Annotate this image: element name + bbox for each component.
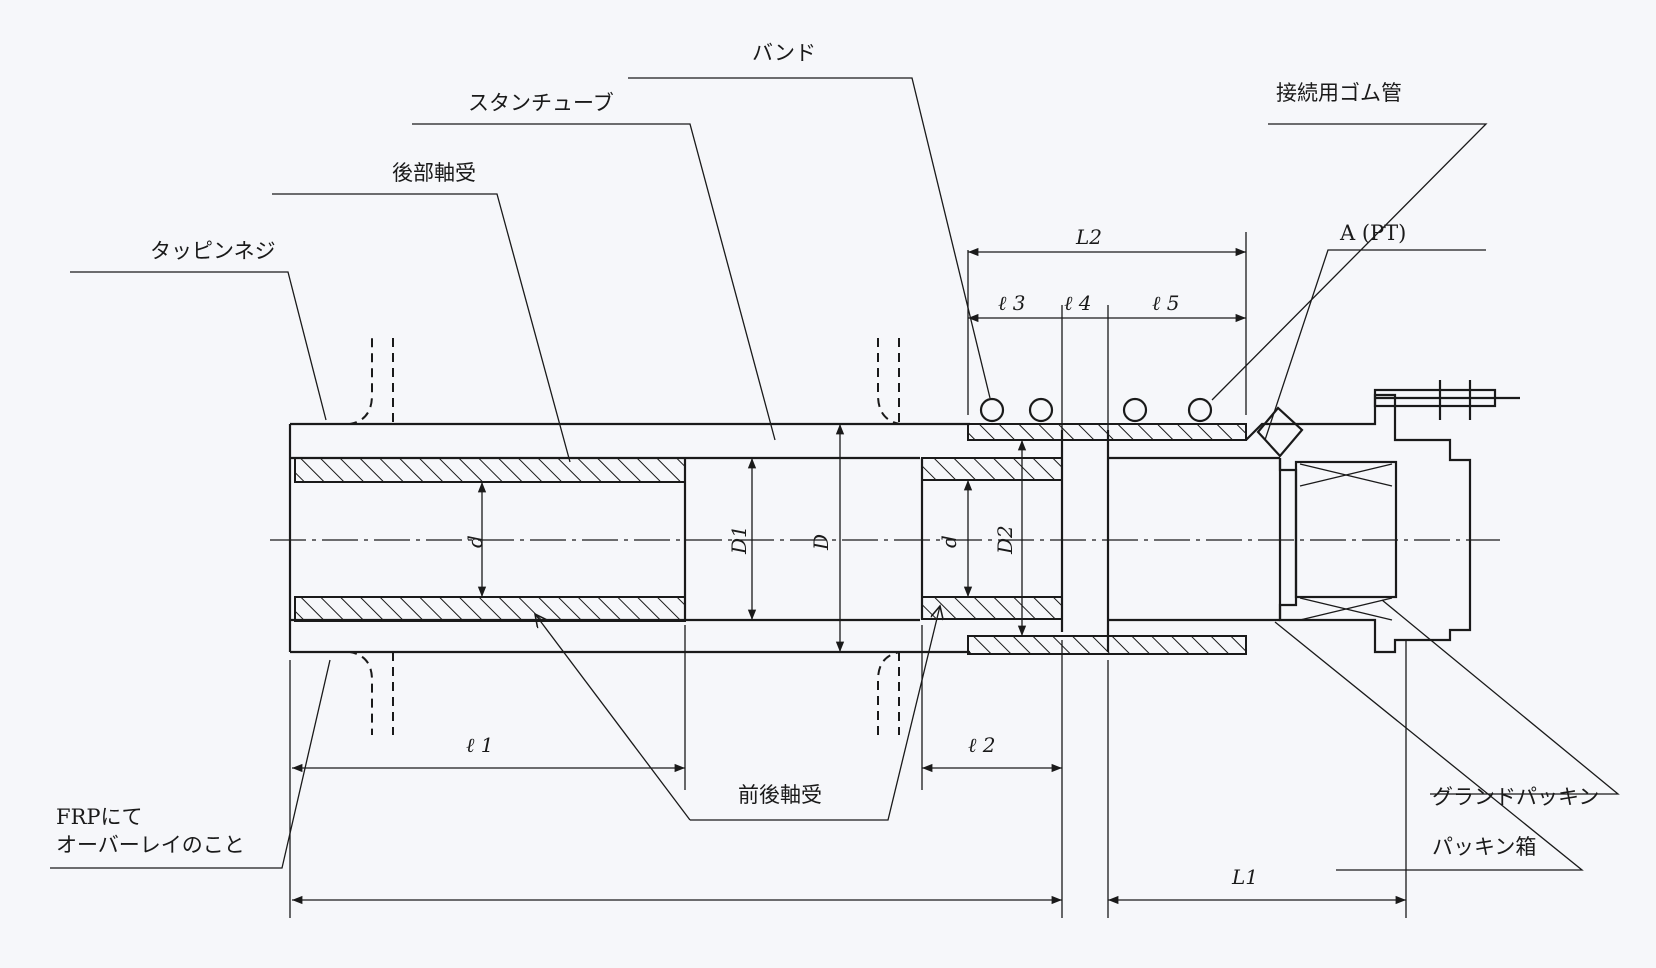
dimension-lines: [289, 232, 1407, 918]
dim-D2: D2: [993, 525, 1017, 555]
dim-l1: ℓ 1: [466, 733, 493, 757]
label-port-a: A (PT): [1339, 221, 1406, 245]
label-frp-line1: FRPにて: [56, 805, 143, 829]
dim-l3: ℓ 3: [998, 291, 1025, 315]
label-stern-tube: スタンチューブ: [468, 91, 614, 115]
pt-port: [1256, 406, 1304, 458]
dim-l4: ℓ 4: [1064, 291, 1091, 315]
dim-D: D: [809, 534, 833, 551]
dim-d-front: d: [937, 535, 961, 548]
label-gland-packing: グランドパッキン: [1432, 785, 1599, 809]
dim-L1: L1: [1231, 865, 1258, 889]
label-frp-line2: オーバーレイのこと: [56, 833, 245, 857]
dim-d-rear: d: [463, 535, 487, 548]
label-connecting-rubber-tube: 接続用ゴム管: [1276, 81, 1402, 105]
label-band: バンド: [752, 41, 816, 65]
front-bearing-top: [921, 457, 1063, 481]
hose-bands: [979, 397, 1213, 423]
rear-bearing-bottom: [294, 596, 686, 622]
rear-bearing-top: [294, 457, 686, 483]
label-rear-bearing: 後部軸受: [392, 161, 476, 185]
dim-l5: ℓ 5: [1152, 291, 1179, 315]
leaders: [50, 77, 1620, 871]
front-bearing-bottom: [921, 596, 1063, 620]
rubber-tube-bottom: [967, 635, 1247, 655]
dim-l2: ℓ 2: [968, 733, 995, 757]
packing-box: [1245, 380, 1520, 654]
label-front-rear-bearing: 前後軸受: [738, 783, 822, 807]
hull-frame-front: [877, 338, 901, 735]
hull-frame-rear: [318, 338, 394, 735]
label-tapping-screw: タッピンネジ: [150, 239, 276, 263]
dim-L2: L2: [1075, 225, 1102, 249]
dim-D1: D1: [727, 525, 751, 555]
label-packing-box: パッキン箱: [1432, 835, 1536, 859]
rubber-tube-top: [967, 423, 1247, 441]
